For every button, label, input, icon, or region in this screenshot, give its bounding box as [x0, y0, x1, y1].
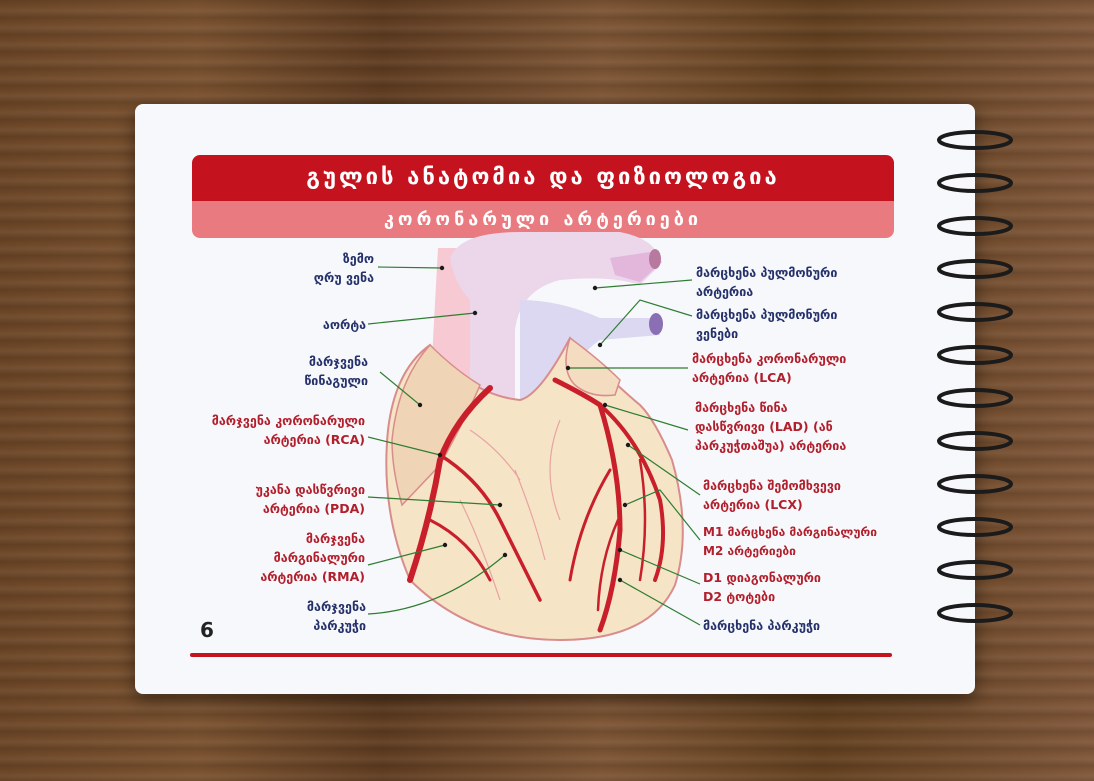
rca-branch: [438, 453, 542, 602]
label-aorta: აორტა: [322, 317, 366, 332]
label-pda: უკანა დასწვრივი არტერია (PDA): [255, 482, 366, 516]
label-rca: მარჯვენა კორონარული არტერია (RCA): [211, 413, 365, 447]
leader-aorta: [367, 312, 476, 325]
leader-lpv: [599, 299, 693, 346]
label-left-ventricle: მარცხენა პარკუჭი: [703, 618, 821, 633]
label-right-ventricle: მარჯვენა პარკუჭი: [306, 599, 366, 633]
label-lad: მარცხენა წინა დასწვრივი (LAD) (ან პარკუჭ…: [695, 400, 847, 453]
leader-right-atrium: [379, 371, 421, 406]
page-number: 6: [200, 618, 214, 642]
lad-vessel: [597, 402, 623, 633]
diagonal-vessel-2: [596, 518, 620, 612]
label-left-pulmonary-veins: მარცხენა პულმონური ვენები: [696, 307, 838, 341]
leader-lcx: [627, 444, 701, 496]
aorta-branch: [610, 252, 662, 282]
leader-lad: [604, 404, 689, 431]
label-superior-vena-cava: ზემო ღრუ ვენა: [313, 251, 374, 285]
page-title: გულის ანატომია და ფიზიოლოგია: [192, 155, 894, 201]
leader-marginal: [624, 489, 701, 541]
spiral-binding: [937, 130, 1013, 623]
leader-rma: [367, 544, 446, 566]
leader-svc: [377, 266, 443, 269]
marginal-vessel: [638, 458, 647, 582]
label-diagonal-branches: D1 დიაგონალური D2 ტოტები: [703, 570, 821, 604]
leader-rca: [367, 436, 441, 456]
right-atrium-shape: [391, 343, 481, 507]
leader-rv: [367, 554, 506, 615]
leader-diagonal: [619, 549, 701, 585]
label-left-pulmonary-artery: მარცხენა პულმონური არტერია: [696, 265, 838, 299]
diagonal-vessel: [568, 468, 612, 582]
rma-vessel: [428, 518, 492, 582]
lcx-vessel: [598, 403, 666, 582]
leader-lpa: [594, 279, 693, 289]
bottom-divider: [190, 653, 892, 657]
label-right-atrium: მარჯვენა წინაგული: [304, 354, 368, 388]
rca-vessel: [407, 385, 493, 583]
label-lcx: მარცხენა შემომხვევი არტერია (LCX): [703, 478, 841, 512]
label-marginal-arteries: M1 მარცხენა მარგინალური M2 არტერიები: [703, 525, 878, 558]
page-subtitle: კორონარული არტერიები: [192, 201, 894, 238]
lca-vessel: [552, 377, 603, 408]
aorta-shape: [450, 232, 660, 400]
label-lca: მარცხენა კორონარული არტერია (LCA): [692, 351, 847, 385]
label-rma: მარჯვენა მარგინალური არტერია (RMA): [260, 531, 365, 584]
leader-lv: [619, 579, 701, 626]
leader-pda: [367, 496, 501, 506]
